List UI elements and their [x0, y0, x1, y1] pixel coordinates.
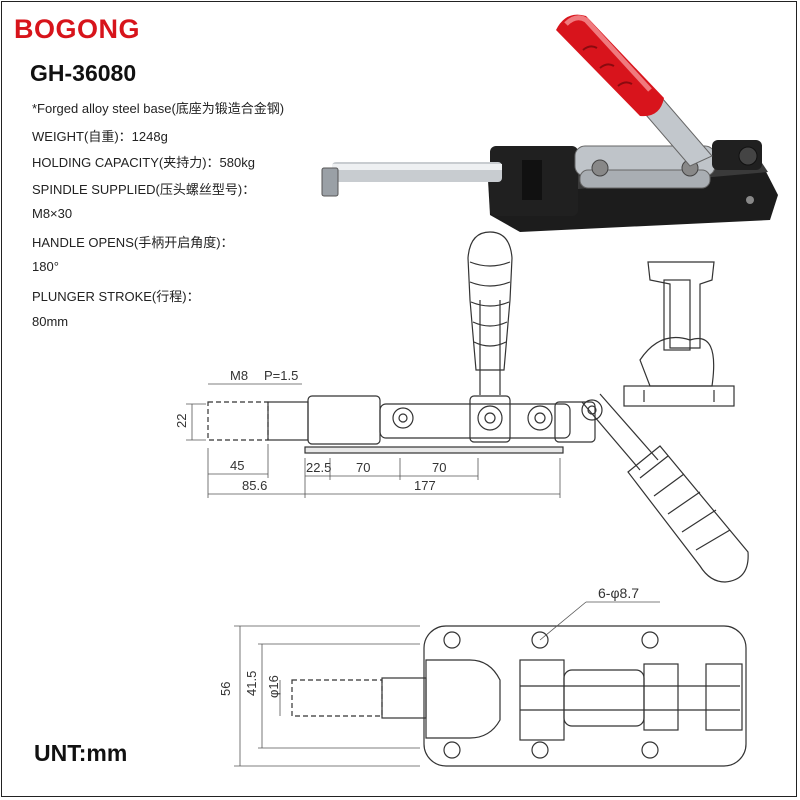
unit-label: UNT:mm: [34, 740, 128, 766]
product-photo: [321, 14, 778, 232]
red-handle-grip: [556, 14, 664, 117]
top-view-drawing: [291, 625, 747, 767]
side-view-drawing: [207, 231, 749, 583]
spec-handle-opens-label: HANDLE OPENS(手柄开启角度)：: [32, 235, 234, 250]
dim-45: 45: [230, 458, 244, 473]
dim-pitch: P=1.5: [264, 368, 298, 383]
model-number: GH-36080: [30, 60, 137, 86]
dim-41-5: 41.5: [244, 671, 259, 696]
dim-thread: M8: [230, 368, 248, 383]
brand-logo: BOGONG: [14, 14, 141, 44]
dim-holes: 6-φ8.7: [598, 585, 639, 601]
dim-dia-16: φ16: [266, 675, 281, 698]
spec-material: *Forged alloy steel base(底座为锻造合金钢): [32, 101, 285, 116]
spec-holding-capacity: HOLDING CAPACITY(夹持力)：580kg: [32, 155, 255, 170]
dim-70-b: 70: [432, 460, 446, 475]
spec-stroke-label: PLUNGER STROKE(行程)：: [32, 289, 200, 304]
spec-handle-opens-value: 180°: [32, 259, 59, 274]
dim-177: 177: [414, 478, 436, 493]
spec-weight: WEIGHT(自重)：1248g: [32, 129, 168, 144]
dim-56: 56: [218, 682, 233, 696]
spec-spindle-label: SPINDLE SUPPLIED(压头螺丝型号)：: [32, 182, 256, 197]
side-view-dimensions: [186, 383, 561, 498]
dim-22-5: 22.5: [306, 460, 331, 475]
dim-height-22: 22: [174, 414, 189, 428]
top-view-dimensions: [234, 601, 660, 767]
dim-85-6: 85.6: [242, 478, 267, 493]
spec-spindle-value: M8×30: [32, 206, 73, 221]
spec-stroke-value: 80mm: [32, 314, 69, 329]
dim-70-a: 70: [356, 460, 370, 475]
end-view-drawing: [623, 261, 735, 407]
